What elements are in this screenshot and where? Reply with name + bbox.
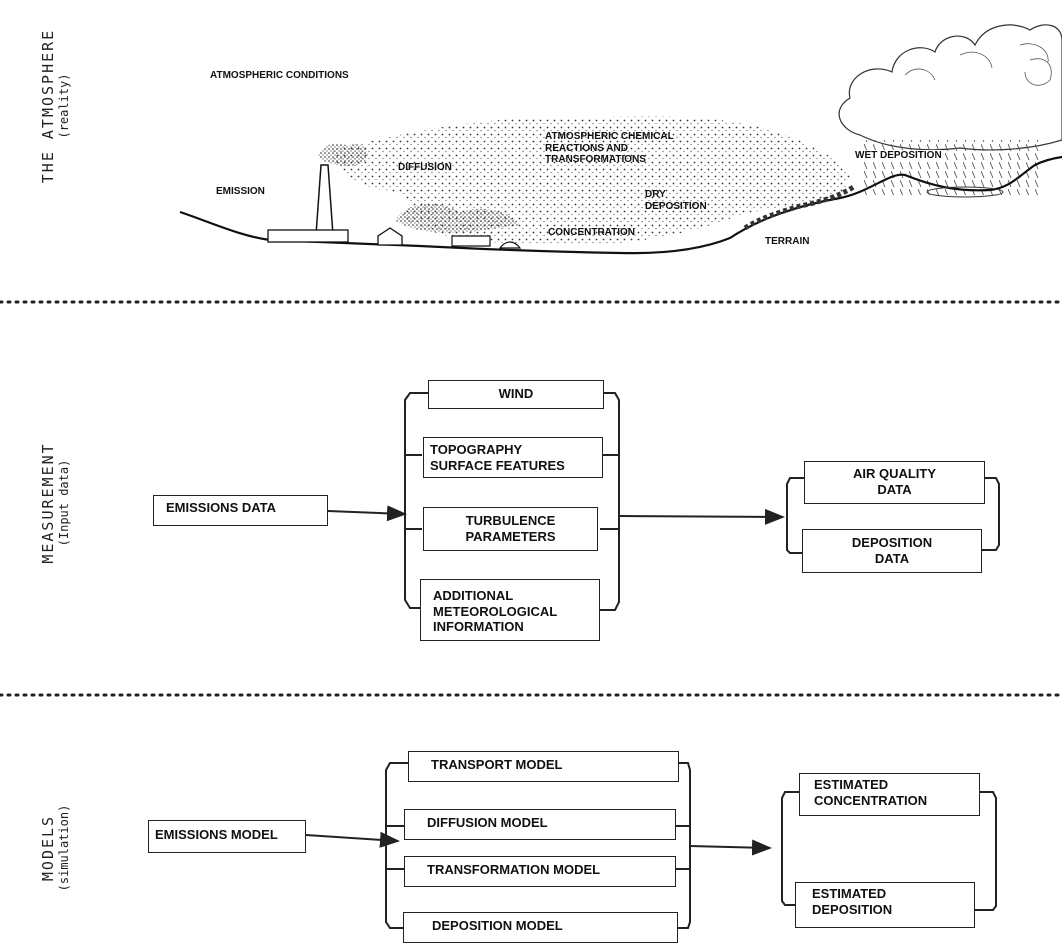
section-title-atmosphere: THE ATMOSPHERE (reality) bbox=[39, 6, 71, 206]
box-emissions-model: EMISSIONS MODEL bbox=[148, 820, 306, 853]
box-turbulence: TURBULENCE PARAMETERS bbox=[423, 507, 598, 551]
label-atmospheric-conditions: ATMOSPHERIC CONDITIONS bbox=[210, 70, 349, 81]
measurement-connectors bbox=[327, 392, 1000, 611]
box-emissions-data: EMISSIONS DATA bbox=[153, 495, 328, 526]
measurement-title: MEASUREMENT bbox=[39, 442, 57, 564]
box-deposition-model: DEPOSITION MODEL bbox=[403, 912, 678, 943]
label-concentration: CONCENTRATION bbox=[548, 227, 636, 238]
atmosphere-title: THE ATMOSPHERE bbox=[39, 28, 57, 184]
atmosphere-subtitle: (reality) bbox=[57, 73, 71, 139]
box-additional-met: ADDITIONAL METEOROLOGICAL INFORMATION bbox=[420, 579, 600, 641]
smoke-puff bbox=[318, 143, 368, 166]
factory bbox=[267, 229, 349, 243]
section-title-measurement: MEASUREMENT (Input data) bbox=[39, 418, 71, 588]
terrain-line bbox=[179, 155, 1062, 255]
label-emission: EMISSION bbox=[216, 186, 265, 197]
box-wind: WIND bbox=[428, 380, 604, 409]
label-wet-deposition: WET DEPOSITION bbox=[855, 150, 942, 162]
box-topography: TOPOGRAPHY SURFACE FEATURES bbox=[423, 437, 603, 478]
lower-plume bbox=[395, 203, 520, 233]
measurement-subtitle: (Input data) bbox=[57, 459, 71, 547]
label-terrain: TERRAIN bbox=[765, 236, 810, 247]
label-dry-deposition: DRY DEPOSITION bbox=[645, 189, 707, 212]
section-title-models: MODELS (simulation) bbox=[39, 773, 71, 923]
rain-area bbox=[860, 140, 1040, 195]
models-title: MODELS bbox=[39, 814, 57, 882]
label-chemical-reactions: ATMOSPHERIC CHEMICAL REACTIONS AND TRANS… bbox=[545, 131, 674, 165]
box-diffusion-model: DIFFUSION MODEL bbox=[404, 809, 676, 840]
box-deposition-data: DEPOSITION DATA bbox=[802, 529, 982, 573]
box-air-quality-data: AIR QUALITY DATA bbox=[804, 461, 985, 504]
models-subtitle: (simulation) bbox=[57, 804, 71, 892]
atmosphere-illustration bbox=[179, 24, 1062, 255]
box-estimated-deposition: ESTIMATED DEPOSITION bbox=[795, 882, 975, 928]
smokestack bbox=[315, 164, 334, 236]
box-transport-model: TRANSPORT MODEL bbox=[408, 751, 679, 782]
box-transformation-model: TRANSFORMATION MODEL bbox=[404, 856, 676, 887]
label-diffusion: DIFFUSION bbox=[398, 162, 452, 173]
house bbox=[377, 227, 403, 246]
models-connectors bbox=[305, 762, 997, 929]
box-estimated-concentration: ESTIMATED CONCENTRATION bbox=[799, 773, 980, 816]
